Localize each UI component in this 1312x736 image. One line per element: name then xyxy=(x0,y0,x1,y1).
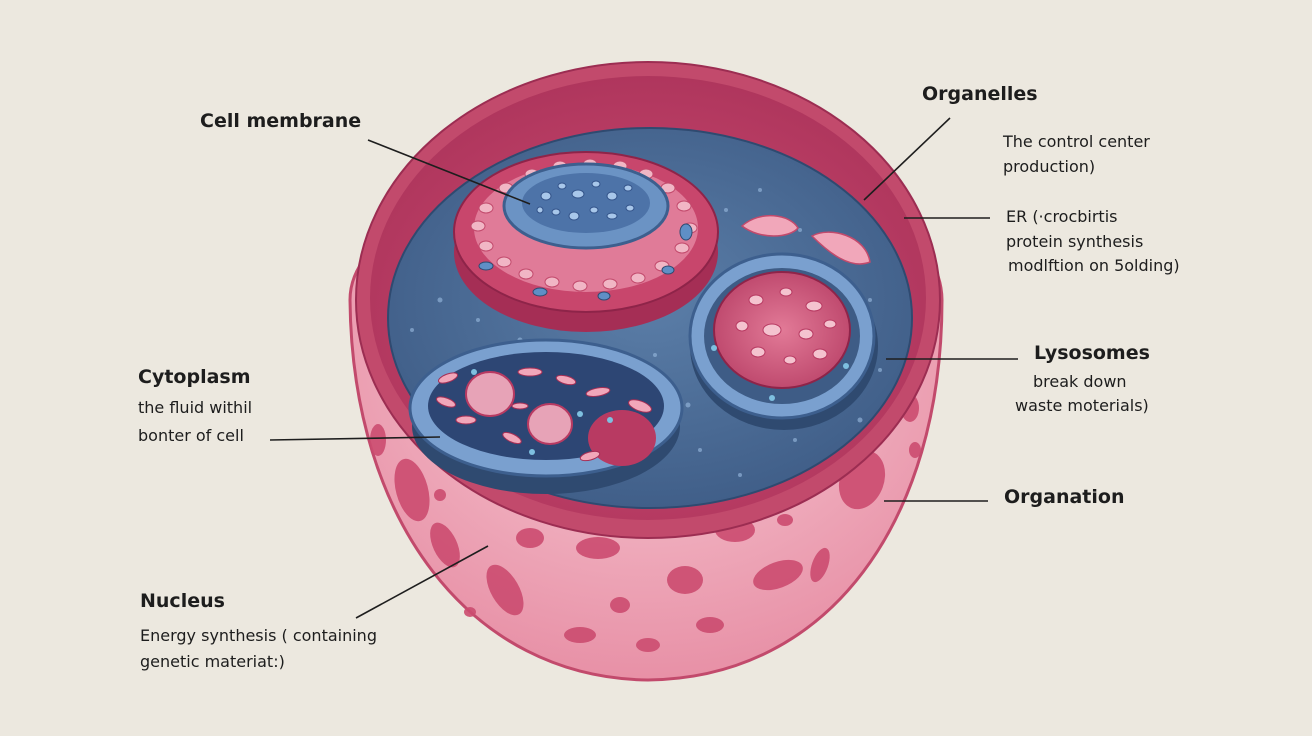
label-nucleus: Nucleus xyxy=(140,590,225,612)
nucleus-organelle xyxy=(453,151,719,332)
label-cytoplasm: Cytoplasm xyxy=(138,366,251,388)
mitochondrion-organelle xyxy=(408,338,684,494)
er-desc-line-1: ER (·crocbirtis xyxy=(1006,207,1118,226)
label-cell-membrane: Cell membrane xyxy=(200,110,362,132)
label-lysosomes: Lysosomes xyxy=(1034,342,1150,364)
nucleus-desc-line-1: Energy synthesis ( containing xyxy=(140,626,377,645)
cytoplasm-desc-line-1: the fluid withil xyxy=(138,398,253,417)
lysosomes-desc-line-1: break down xyxy=(1033,372,1127,391)
er-desc-line-3: modlftion on 5olding) xyxy=(1008,256,1180,275)
lysosomes-desc-line-2: waste moterials) xyxy=(1015,396,1149,415)
leader-line-cytoplasm xyxy=(269,436,441,441)
label-organation: Organation xyxy=(1004,486,1125,508)
label-organelles: Organelles xyxy=(922,83,1038,105)
er-desc-line-2: protein synthesis xyxy=(1006,232,1144,251)
lysosome-organelle xyxy=(688,252,878,430)
organelles-desc-line-1: The control center xyxy=(1003,132,1150,151)
leader-line-cell-membrane xyxy=(367,139,531,205)
leader-lines xyxy=(269,117,1018,619)
cytoplasm-desc-line-2: bonter of cell xyxy=(138,426,244,445)
nucleus-desc-line-2: genetic materiat:) xyxy=(140,652,285,671)
leader-line-organelles xyxy=(863,117,951,201)
organelles-desc-line-2: production) xyxy=(1003,157,1096,176)
leader-line-nucleus xyxy=(355,545,489,619)
vesicles xyxy=(740,214,871,265)
outer-wall-spots xyxy=(370,381,921,652)
